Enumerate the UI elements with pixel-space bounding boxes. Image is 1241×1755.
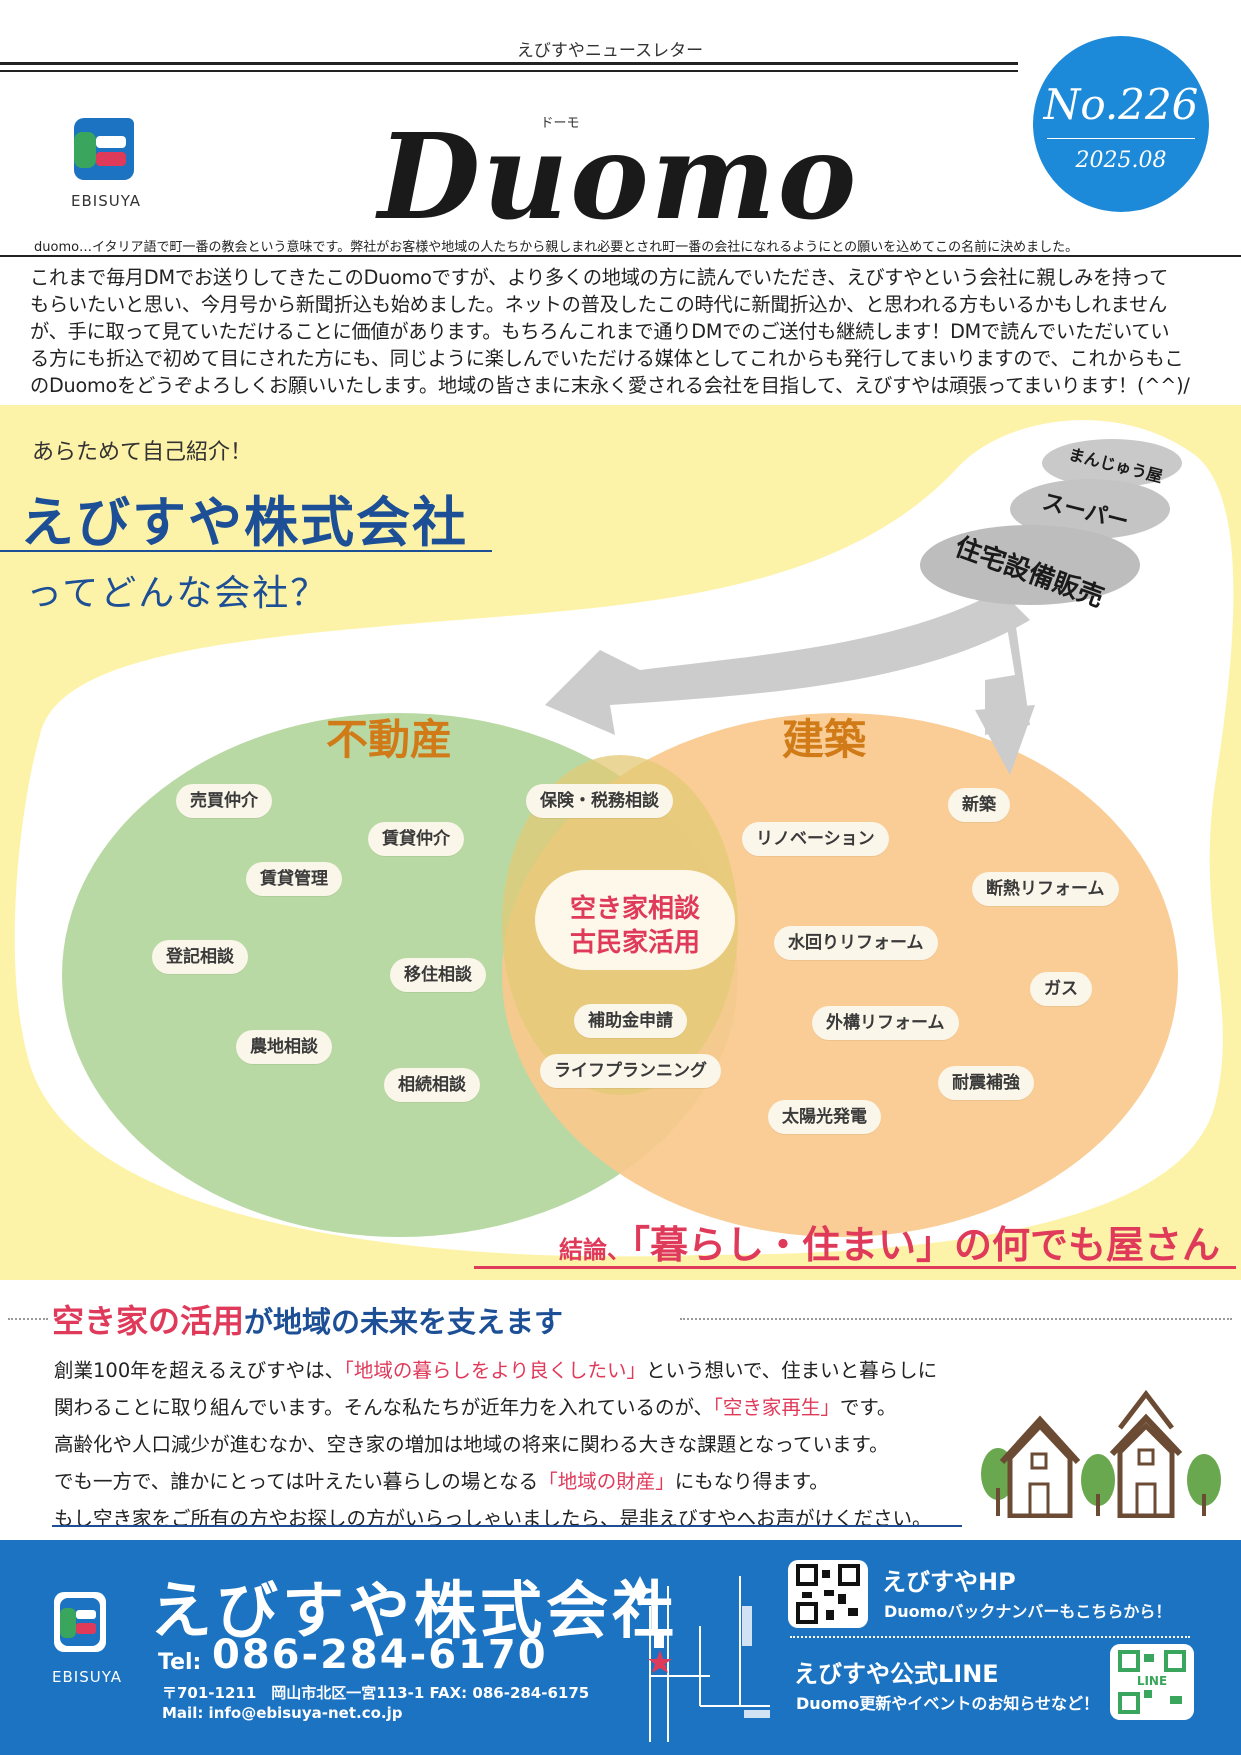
service-pill: 賃貸仲介 <box>368 822 464 856</box>
newsletter-title: Duomo <box>378 107 859 246</box>
line-title: えびすや公式LINE <box>794 1660 999 1688</box>
ebisuya-logo-icon <box>52 1588 108 1660</box>
address: 〒701-1211 岡山市北区一宮113-1 FAX: 086-284-6175 <box>162 1684 590 1702</box>
company-subtitle: ってどんな会社？ <box>26 573 329 614</box>
service-pill: 新築 <box>948 788 1010 822</box>
service-pill: 農地相談 <box>236 1030 332 1064</box>
company-title: えびすや株式会社 <box>20 491 468 554</box>
reintro-text: あらためて自己紹介！ <box>32 440 253 465</box>
body-line: 創業100年を超えるえびすやは、「地域の暮らしをより良くしたい」という想いで、住… <box>54 1354 937 1383</box>
issue-divider <box>1047 138 1195 139</box>
closing-underline <box>52 1525 962 1527</box>
heading-blue: が地域の未来を支えます <box>244 1305 564 1339</box>
arrow-right <box>985 585 1030 735</box>
text-highlight: 「空き家再生」 <box>713 1396 840 1419</box>
intro-line: これまで毎月DMでお送りしてきたこのDuomoですが、より多くの地域の方に読んで… <box>30 266 1169 289</box>
service-pill: 保険・税務相談 <box>526 784 673 818</box>
service-pill: 断熱リフォーム <box>972 872 1119 906</box>
construction-label: 建築 <box>782 715 867 764</box>
hp-title: えびすやHP <box>882 1568 1016 1596</box>
arrow-left <box>545 590 1030 735</box>
text: でも一方で、誰かにとっては叶えたい暮らしの場となる <box>54 1470 539 1493</box>
issue-badge: No.226 2025.08 <box>1033 36 1209 212</box>
conclusion-prefix: 結論、 <box>558 1236 631 1264</box>
issue-date: 2025.08 <box>1075 148 1167 173</box>
qr-line-label: LINE <box>1137 1674 1167 1688</box>
tag-bg-jutaku <box>920 525 1140 605</box>
text: 関わることに取り組んでいます。そんな私たちが近年力を入れているのが、 <box>54 1396 714 1419</box>
text: です。 <box>839 1396 897 1419</box>
conclusion-text: 結論、「暮らし・住まい」の何でも屋さん <box>480 1214 1220 1269</box>
line-qr-code[interactable]: LINE <box>1110 1644 1194 1720</box>
phone-number[interactable]: 086-284-6170 <box>212 1632 548 1678</box>
dotted-rule <box>680 1318 1232 1320</box>
issue-number: No.226 <box>1043 80 1199 129</box>
footer-divider <box>790 1636 1190 1638</box>
service-pill: 売買仲介 <box>176 784 272 818</box>
hp-subtitle: Duomoバックナンバーもこちらから！ <box>884 1602 1172 1621</box>
access-map-icon <box>622 1576 770 1742</box>
service-pill: 水回りリフォーム <box>774 926 938 960</box>
tag-bg-manju <box>1042 439 1182 487</box>
intro-line: もらいたいと思い、今月号から新聞折込も始めました。ネットの普及したこの時代に新聞… <box>30 293 1167 316</box>
title-meaning: duomo…イタリア語で町一番の教会という意味です。弊社がお客様や地域の人たちか… <box>34 240 1079 255</box>
service-pill: 耐震補強 <box>938 1066 1034 1100</box>
divider <box>0 255 1241 257</box>
body-line: でも一方で、誰かにとっては叶えたい暮らしの場となる「地域の財産」にもなり得ます。 <box>54 1465 829 1494</box>
intro-line: が、手に取って見ていただけることに価値があります。もちろんこれまで通りDMでのご… <box>30 320 1170 343</box>
service-pill: 補助金申請 <box>574 1004 687 1038</box>
service-pill: 太陽光発電 <box>768 1100 881 1134</box>
service-pill: ガス <box>1030 972 1092 1006</box>
intro-line: る方にも折込で初めて目にされた方にも、同じように楽しんでいただける媒体としてこれ… <box>30 347 1184 370</box>
text: にもなり得ます。 <box>674 1470 829 1493</box>
header-rule <box>0 70 1018 72</box>
dotted-rule <box>8 1318 48 1320</box>
footer-logo-text: EBISUYA <box>52 1668 122 1686</box>
heading-red: 空き家の活用 <box>52 1302 245 1340</box>
tag-bg-super <box>1010 479 1170 539</box>
newsletter-label: えびすやニュースレター <box>516 41 704 61</box>
text: という想いで、住まいと暮らしに <box>646 1359 938 1382</box>
akiya-heading: 空き家の活用が地域の未来を支えます <box>52 1296 563 1342</box>
tel-label: Tel: <box>158 1650 202 1675</box>
header-rule <box>0 62 1018 65</box>
footer-company-name: えびすや株式会社 <box>150 1574 679 1647</box>
text-highlight: 「地域の財産」 <box>538 1470 675 1493</box>
logo-text: EBISUYA <box>71 192 141 210</box>
body-line: 関わることに取り組んでいます。そんな私たちが近年力を入れているのが、「空き家再生… <box>54 1391 896 1420</box>
service-pill: 移住相談 <box>390 958 486 992</box>
center-line-1: 空き家相談 <box>569 894 700 924</box>
service-pill: 賃貸管理 <box>246 862 342 896</box>
line-subtitle: Duomo更新やイベントのお知らせなど！ <box>796 1694 1100 1713</box>
body-line: 高齢化や人口減少が進むなか、空き家の増加は地域の将来に関わる大きな課題となってい… <box>54 1433 889 1456</box>
intro-paragraph: これまで毎月DMでお送りしてきたこのDuomoですが、より多くの地域の方に読んで… <box>30 264 1210 399</box>
title-underline <box>0 550 492 552</box>
service-pill: 相続相談 <box>384 1068 480 1102</box>
conclusion-underline <box>474 1266 1236 1269</box>
text-highlight: 「地域の暮らしをより良くしたい」 <box>344 1359 647 1382</box>
center-line-2: 古民家活用 <box>569 928 700 958</box>
conclusion-main: 「暮らし・住まい」の何でも屋さん <box>630 1223 1220 1267</box>
hp-qr-code[interactable] <box>788 1560 868 1628</box>
service-pill: 登記相談 <box>152 940 248 974</box>
ebisuya-logo-icon <box>60 112 150 222</box>
text: 創業100年を超えるえびすやは、 <box>54 1359 345 1382</box>
service-pill: ライフプランニング <box>540 1054 721 1088</box>
title-ruby: ドーモ <box>540 116 580 131</box>
arrow-right-head <box>975 705 1035 775</box>
footer <box>0 1540 1241 1755</box>
houses-illustration-icon <box>981 1389 1221 1518</box>
akiya-center-badge: 空き家相談 古民家活用 <box>535 870 735 970</box>
real-estate-label: 不動産 <box>326 715 453 764</box>
email-link[interactable]: Mail: info@ebisuya-net.co.jp <box>162 1704 403 1722</box>
intro-line: のDuomoをどうぞよろしくお願いいたします。地域の皆さまに末永く愛される会社を… <box>30 374 1190 397</box>
service-pill: 外構リフォーム <box>812 1006 959 1040</box>
body-line: もし空き家をご所有の方やお探しの方がいらっしゃいましたら、是非えびすやへお声がけ… <box>54 1507 932 1530</box>
service-pill: リノベーション <box>742 822 889 856</box>
